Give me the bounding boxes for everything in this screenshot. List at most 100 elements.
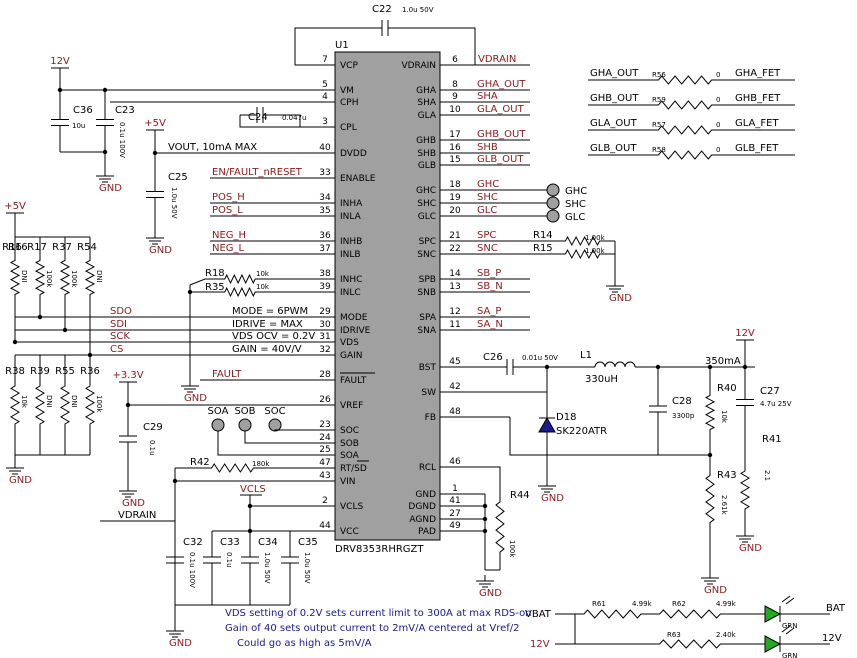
l1-val: 330uH bbox=[585, 374, 618, 385]
note-1: VDS setting of 0.2V sets current limit t… bbox=[225, 608, 532, 619]
r18-wire bbox=[189, 278, 220, 286]
gate-res-0 bbox=[650, 75, 720, 85]
pin-name-idrive: IDRIVE bbox=[340, 326, 371, 336]
diode-d18 bbox=[538, 416, 556, 433]
probe-wire-sob bbox=[244, 431, 310, 444]
pin-number: 29 bbox=[319, 307, 331, 317]
pin-name-ghb: GHB bbox=[416, 136, 436, 146]
test-point-soa[interactable] bbox=[211, 418, 225, 432]
port-ghc[interactable] bbox=[546, 183, 560, 197]
r55 bbox=[60, 380, 70, 430]
r38-ref: R38 bbox=[5, 366, 25, 377]
test-point-sob[interactable] bbox=[238, 418, 252, 432]
r38 bbox=[10, 380, 20, 430]
pin-number: 27 bbox=[449, 509, 460, 519]
junction-dot bbox=[482, 528, 488, 534]
inductor-l1 bbox=[594, 361, 636, 368]
ground-symbol: GND bbox=[119, 485, 145, 509]
pin-number: 3 bbox=[322, 117, 328, 127]
pin-number: 4 bbox=[322, 92, 328, 102]
gate-res-val-1: 0 bbox=[716, 96, 720, 104]
gate-res-ref-3: R58 bbox=[652, 146, 666, 154]
pin-number: 28 bbox=[319, 370, 331, 380]
port-label-ghc: GHC bbox=[565, 186, 587, 197]
test-point-soc[interactable] bbox=[268, 418, 282, 432]
gnd-label: GND bbox=[9, 475, 32, 486]
port-shc[interactable] bbox=[546, 196, 560, 210]
r16 bbox=[9, 255, 21, 300]
pin-number: 44 bbox=[319, 521, 331, 531]
ic-body bbox=[334, 51, 441, 541]
net-gha_out: GHA_OUT bbox=[477, 79, 526, 90]
pin-name-dgnd: DGND bbox=[408, 502, 436, 512]
pin-name-rt/sd: RT/SD bbox=[340, 464, 367, 474]
pin-name-gain: GAIN bbox=[340, 351, 363, 361]
r17-ref: R17 bbox=[27, 242, 47, 253]
r43-val: 2.61k bbox=[720, 495, 728, 516]
c26-val: 0.01u 50V bbox=[522, 354, 558, 362]
pin-name-gla: GLA bbox=[418, 111, 437, 121]
pin-name-spb: SPB bbox=[419, 275, 436, 285]
c34-ref: C34 bbox=[258, 537, 278, 548]
bat-label: BAT bbox=[826, 603, 846, 614]
pin-number: 14 bbox=[449, 269, 461, 279]
c29-val: 0.1u bbox=[148, 440, 156, 456]
c32-ref: C32 bbox=[183, 537, 203, 548]
d18-ref: D18 bbox=[556, 412, 576, 423]
r61-ref: R61 bbox=[592, 600, 606, 608]
pin-name-spc: SPC bbox=[419, 237, 436, 247]
r42-val: 180k bbox=[252, 460, 270, 468]
c33-val: 0.1u bbox=[225, 552, 233, 568]
c35-val: 1.0u 50V bbox=[303, 552, 311, 584]
pin-name-rcl: RCL bbox=[419, 463, 436, 473]
pin-number: 8 bbox=[452, 80, 458, 90]
net-sdi: SDI bbox=[110, 319, 127, 330]
ground-symbol: GND bbox=[736, 530, 762, 554]
junction-dot bbox=[482, 516, 488, 522]
probe-wire-soc bbox=[274, 429, 310, 431]
net-ghb_out: GHB_OUT bbox=[477, 129, 526, 140]
pin-number: 36 bbox=[319, 231, 331, 241]
pin-number: 34 bbox=[319, 193, 331, 203]
gnd-label: GND bbox=[184, 393, 207, 404]
ground-symbol: GND bbox=[166, 625, 192, 649]
pin-name-vcc: VCC bbox=[340, 527, 359, 537]
port-glc[interactable] bbox=[546, 209, 560, 223]
r40 bbox=[704, 390, 716, 435]
ground-symbol: GND bbox=[476, 575, 502, 599]
pin-name-vds: VDS bbox=[340, 338, 359, 348]
pin-number: 19 bbox=[449, 193, 461, 203]
pin-number: 26 bbox=[319, 395, 331, 405]
r37-val: 100k bbox=[70, 270, 78, 288]
pin-name-soa: SOA bbox=[340, 451, 360, 461]
c32-val: 0.1u 100V bbox=[188, 552, 196, 588]
pin-number: 37 bbox=[319, 244, 330, 254]
r39 bbox=[35, 380, 45, 430]
c22-wire bbox=[294, 27, 370, 66]
net-spc: SPC bbox=[477, 230, 496, 241]
r55-val: DNI bbox=[70, 395, 78, 408]
pin-number: 32 bbox=[319, 345, 330, 355]
r15-ref: R15 bbox=[533, 243, 553, 254]
r36-val: 100k bbox=[95, 395, 103, 413]
pin-name-shb: SHB bbox=[417, 149, 436, 159]
test-point-label-sob: SOB bbox=[234, 406, 255, 417]
gate-res-3 bbox=[650, 150, 720, 160]
ground-symbol: GND bbox=[701, 572, 727, 596]
ground-symbol: GND bbox=[181, 380, 207, 404]
led-ray bbox=[785, 627, 795, 635]
pin-name-spa: SPA bbox=[419, 313, 437, 323]
ground-symbol: GND bbox=[96, 170, 122, 194]
pin-number: 2 bbox=[322, 496, 328, 506]
pin-number: 5 bbox=[322, 80, 328, 90]
r40-val: 10k bbox=[720, 410, 728, 424]
pin-number: 15 bbox=[449, 155, 460, 165]
power-rail-label: +3.3V bbox=[112, 370, 143, 381]
r55-ref: R55 bbox=[55, 366, 75, 377]
net-snc: SNC bbox=[477, 243, 498, 254]
r62 bbox=[650, 609, 730, 619]
pin-name-vcp: VCP bbox=[340, 61, 358, 71]
r37 bbox=[59, 255, 71, 300]
power-rail-label: 12V bbox=[735, 328, 755, 339]
